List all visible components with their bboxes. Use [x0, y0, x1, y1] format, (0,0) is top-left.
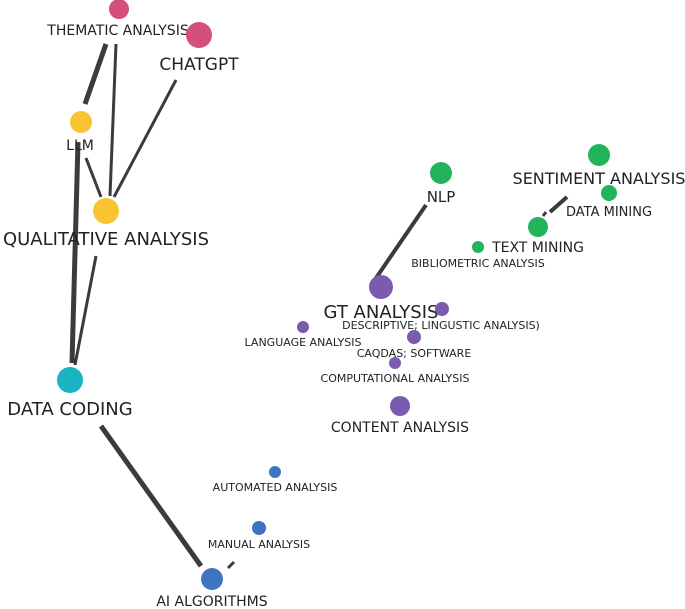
text-mining-label: TEXT MINING — [491, 240, 584, 256]
gt-analysis-node[interactable]: GT ANALYSIS — [324, 275, 439, 323]
thematic-analysis-dot — [109, 0, 129, 19]
sentiment-analysis-label: SENTIMENT ANALYSIS — [513, 169, 685, 188]
data-coding-node[interactable]: DATA CODING — [7, 367, 133, 420]
bibliometric-analysis-dot — [472, 241, 484, 253]
qualitative-analysis-label: QUALITATIVE ANALYSIS — [3, 229, 209, 250]
edge-datamining-textmining — [541, 211, 548, 217]
automated-analysis-label: AUTOMATED ANALYSIS — [213, 481, 338, 494]
caqdas-label: CAQDAS; SOFTWARE — [357, 347, 472, 360]
computational-analysis-dot — [389, 357, 401, 369]
edge-thematic-llm — [82, 43, 109, 105]
bibliometric-analysis-label: BIBLIOMETRIC ANALYSIS — [411, 257, 544, 270]
edge-sentiment-datamining — [548, 195, 569, 214]
manual-analysis-node[interactable]: MANUAL ANALYSIS — [208, 521, 310, 551]
manual-analysis-dot — [252, 521, 266, 535]
chatgpt-node[interactable]: CHATGPT — [159, 22, 239, 75]
bibliometric-analysis-node[interactable]: BIBLIOMETRIC ANALYSIS — [411, 241, 545, 270]
qualitative-analysis-node[interactable]: QUALITATIVE ANALYSIS — [3, 198, 209, 250]
thematic-analysis-node[interactable]: THEMATIC ANALYSIS — [46, 0, 189, 39]
nlp-dot — [430, 162, 452, 184]
caqdas-dot — [407, 330, 421, 344]
content-analysis-label: CONTENT ANALYSIS — [331, 420, 469, 436]
data-mining-node[interactable]: DATA MINING — [566, 185, 652, 220]
descriptive-analysis-node[interactable]: DESCRIPTIVE; LINGUSTIC ANALYSIS) — [342, 302, 540, 332]
edge-thematic-qualitative — [108, 43, 118, 197]
sentiment-analysis-node[interactable]: SENTIMENT ANALYSIS — [513, 144, 685, 188]
nlp-label: NLP — [427, 188, 456, 206]
gt-analysis-dot — [369, 275, 393, 299]
automated-analysis-node[interactable]: AUTOMATED ANALYSIS — [213, 466, 338, 494]
data-mining-dot — [601, 185, 617, 201]
llm-label: LLM — [66, 138, 94, 154]
nlp-node[interactable]: NLP — [427, 162, 456, 206]
edge-datacoding-aialgorithms — [98, 424, 204, 568]
language-analysis-label: LANGUAGE ANALYSIS — [245, 336, 362, 349]
data-coding-dot — [57, 367, 83, 393]
edge-nlp-gtanalysis — [374, 203, 428, 280]
llm-dot — [70, 111, 92, 133]
ai-algorithms-dot — [201, 568, 223, 590]
edge-qualitative-datacoding — [73, 255, 98, 366]
chatgpt-label: CHATGPT — [159, 55, 239, 75]
automated-analysis-dot — [269, 466, 281, 478]
edge-chatgpt-qualitative — [112, 79, 178, 198]
content-analysis-node[interactable]: CONTENT ANALYSIS — [331, 396, 469, 436]
descriptive-analysis-dot — [435, 302, 449, 316]
llm-node[interactable]: LLM — [66, 111, 94, 154]
data-mining-label: DATA MINING — [566, 205, 652, 220]
data-coding-label: DATA CODING — [7, 399, 132, 420]
content-analysis-dot — [390, 396, 410, 416]
caqdas-node[interactable]: CAQDAS; SOFTWARE — [357, 330, 472, 360]
computational-analysis-label: COMPUTATIONAL ANALYSIS — [321, 372, 470, 385]
ai-algorithms-node[interactable]: AI ALGORITHMS — [156, 568, 268, 609]
chatgpt-dot — [186, 22, 212, 48]
edges — [69, 43, 569, 570]
ai-algorithms-label: AI ALGORITHMS — [156, 594, 267, 609]
edge-llm-datacoding — [69, 141, 81, 364]
text-mining-dot — [528, 217, 548, 237]
gt-analysis-label: GT ANALYSIS — [324, 302, 439, 323]
language-analysis-dot — [297, 321, 309, 333]
thematic-analysis-label: THEMATIC ANALYSIS — [46, 23, 189, 39]
language-analysis-node[interactable]: LANGUAGE ANALYSIS — [245, 321, 362, 349]
descriptive-analysis-label: DESCRIPTIVE; LINGUSTIC ANALYSIS) — [342, 319, 540, 332]
edge-manual-aialgorithms — [226, 560, 236, 570]
qualitative-analysis-dot — [93, 198, 119, 224]
manual-analysis-label: MANUAL ANALYSIS — [208, 538, 310, 551]
computational-analysis-node[interactable]: COMPUTATIONAL ANALYSIS — [321, 357, 470, 385]
sentiment-analysis-dot — [588, 144, 610, 166]
edge-llm-qualitative — [84, 157, 103, 198]
nodes: THEMATIC ANALYSIS CHATGPT LLM QUALITATIV… — [3, 0, 685, 609]
text-mining-node[interactable]: TEXT MINING — [491, 217, 584, 256]
